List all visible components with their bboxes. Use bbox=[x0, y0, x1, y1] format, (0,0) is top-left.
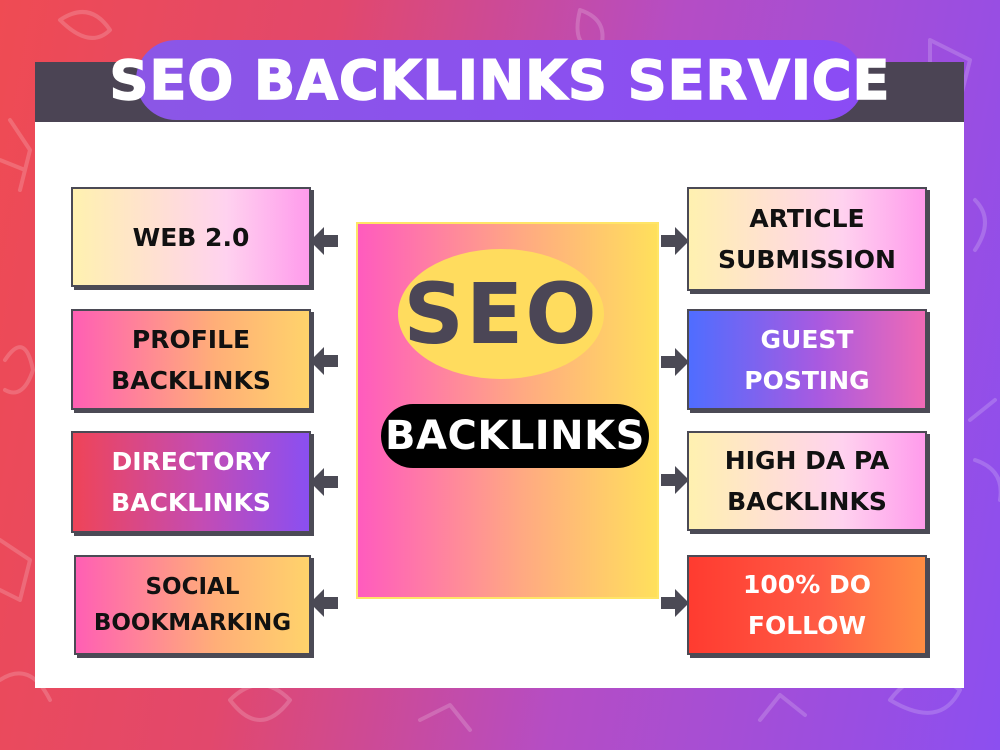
arrow-left-icon bbox=[310, 468, 338, 496]
service-box-profile-backlinks: PROFILE BACKLINKS bbox=[71, 309, 311, 410]
page-title: SEO BACKLINKS SERVICE bbox=[109, 48, 891, 113]
service-label: POSTING bbox=[744, 365, 870, 395]
service-box-web-20: WEB 2.0 bbox=[71, 187, 311, 287]
service-label: FOLLOW bbox=[747, 611, 867, 640]
service-label: DIRECTORY bbox=[111, 447, 271, 476]
service-label: BACKLINKS bbox=[111, 488, 271, 517]
service-box-guest-posting: GUEST POSTING bbox=[687, 309, 927, 410]
service-box-social-bookmarking: SOCIAL BOOKMARKING bbox=[74, 555, 311, 655]
arrow-right-icon bbox=[661, 589, 689, 617]
title-banner: SEO BACKLINKS SERVICE bbox=[109, 40, 890, 120]
arrow-right-icon bbox=[661, 227, 689, 255]
service-label: BACKLINKS bbox=[111, 365, 271, 395]
service-label: SOCIAL bbox=[145, 574, 240, 600]
service-label: PROFILE bbox=[131, 324, 251, 354]
arrow-right-icon bbox=[661, 466, 689, 494]
service-label: ARTICLE bbox=[749, 204, 865, 233]
arrow-left-icon bbox=[310, 227, 338, 255]
arrow-right-icon bbox=[661, 348, 689, 376]
service-label: 100% DO bbox=[743, 570, 871, 599]
service-label: WEB 2.0 bbox=[132, 222, 250, 252]
service-box-100-do-follow: 100% DO FOLLOW bbox=[687, 555, 927, 655]
service-label: BOOKMARKING bbox=[93, 610, 292, 636]
seo-badge: SEO bbox=[398, 249, 604, 379]
arrow-left-icon bbox=[310, 347, 338, 375]
service-box-high-da-pa-backlinks: HIGH DA PA BACKLINKS bbox=[687, 431, 927, 531]
service-label: SUBMISSION bbox=[718, 245, 896, 274]
seo-label: SEO bbox=[403, 265, 599, 363]
service-label: GUEST bbox=[760, 324, 854, 354]
service-label: HIGH DA PA bbox=[724, 446, 890, 475]
arrow-left-icon bbox=[310, 589, 338, 617]
service-label: BACKLINKS bbox=[727, 487, 887, 516]
backlinks-badge: BACKLINKS bbox=[381, 404, 649, 468]
service-box-article-submission: ARTICLE SUBMISSION bbox=[687, 187, 927, 291]
backlinks-label: BACKLINKS bbox=[385, 413, 645, 459]
service-box-directory-backlinks: DIRECTORY BACKLINKS bbox=[71, 431, 311, 533]
